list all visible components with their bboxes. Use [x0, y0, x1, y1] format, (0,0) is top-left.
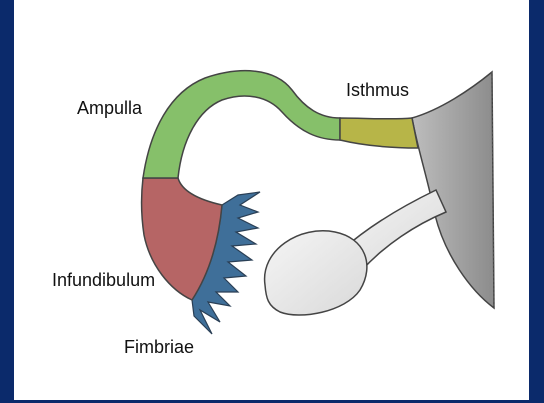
fimbriae-label: Fimbriae: [124, 337, 194, 358]
uterus-horn: [412, 72, 494, 308]
isthmus-label: Isthmus: [346, 80, 409, 101]
ampulla-segment: [143, 71, 340, 178]
ampulla-label: Ampulla: [77, 98, 142, 119]
infundibulum-label: Infundibulum: [52, 270, 155, 291]
ovary: [265, 231, 367, 315]
isthmus-segment: [340, 118, 418, 148]
